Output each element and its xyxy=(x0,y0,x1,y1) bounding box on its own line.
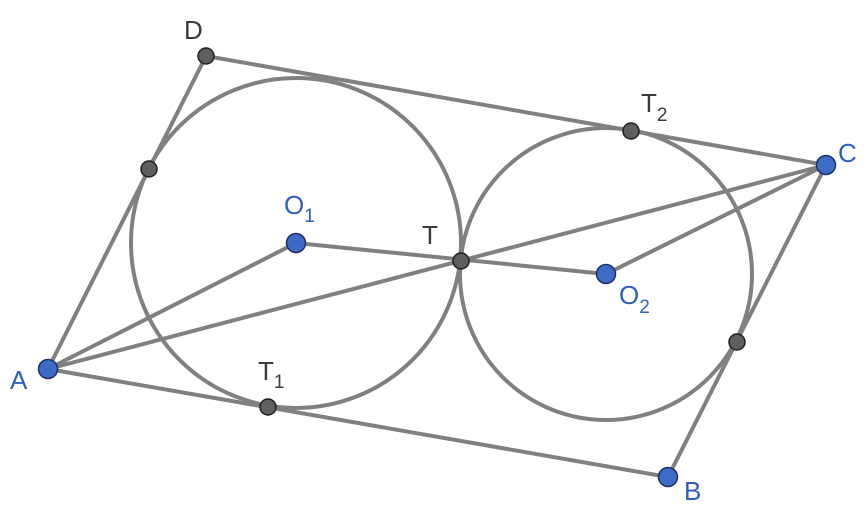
label-t1: T1 xyxy=(258,356,284,393)
label-b: B xyxy=(684,476,701,506)
label-o2: O2 xyxy=(619,280,650,318)
point-o2 xyxy=(595,263,617,285)
point-a xyxy=(37,358,59,380)
side-ad xyxy=(46,54,208,371)
point-o1 xyxy=(285,232,307,254)
point-b xyxy=(657,466,679,488)
label-d: D xyxy=(184,15,203,45)
point-t xyxy=(452,252,470,270)
label-t: T xyxy=(422,220,438,250)
segment-o1o2 xyxy=(294,241,608,276)
point-t1 xyxy=(259,398,277,416)
point-c xyxy=(815,154,837,176)
label-t2: T2 xyxy=(641,88,667,126)
label-a: A xyxy=(10,365,28,395)
side-dc xyxy=(204,54,828,167)
side-cb xyxy=(666,163,828,479)
point-tangent-bc xyxy=(728,333,746,351)
label-c: C xyxy=(838,138,857,168)
segment-ao1 xyxy=(46,241,298,371)
segment-o2c xyxy=(604,163,828,276)
circle-o1 xyxy=(129,76,463,410)
point-t2 xyxy=(622,122,640,140)
point-tangent-ad xyxy=(140,160,158,178)
diagonal-ac xyxy=(46,163,828,371)
side-ba xyxy=(46,367,670,479)
label-o1: O1 xyxy=(284,190,315,227)
point-d xyxy=(197,47,215,65)
